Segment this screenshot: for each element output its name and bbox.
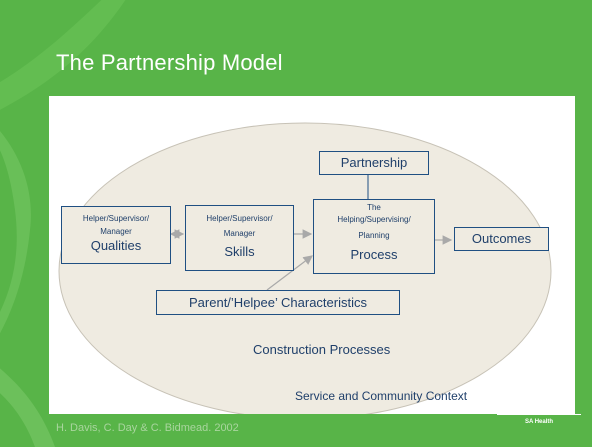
logo-line1: of South Australia (513, 405, 565, 411)
process-heading: Process (350, 247, 398, 262)
process-line2: Helping/Supervising/ (337, 215, 411, 224)
qualities-box: Helper/Supervisor/ Manager Qualities (61, 206, 171, 264)
outcomes-heading: Outcomes (471, 231, 532, 246)
footer-credit: H. Davis, C. Day & C. Bidmead. 2002 (56, 422, 239, 434)
context-label: Service and Community Context (295, 389, 468, 403)
partnership-box: Partnership (319, 151, 429, 175)
sa-health-logo: of South Australia SA Health (493, 404, 585, 426)
ribbon-band-left (0, 131, 31, 334)
logo-line2: SA Health (524, 419, 554, 425)
process-box: The Helping/Supervising/ Planning Proces… (313, 199, 435, 274)
characteristics-heading: Parent/’Helpee’ Characteristics (189, 295, 367, 310)
diagram-shapes (58, 122, 552, 414)
logo-divider (497, 414, 581, 415)
skills-box: Helper/Supervisor/ Manager Skills (185, 205, 294, 271)
process-line3: Planning (358, 231, 390, 240)
outcomes-box: Outcomes (454, 227, 549, 251)
qualities-heading: Qualities (90, 238, 142, 253)
skills-heading: Skills (224, 244, 255, 259)
ribbon-band-upper (0, 0, 126, 110)
characteristics-process-arrow (266, 255, 313, 291)
skills-line1: Helper/Supervisor/ (206, 214, 273, 223)
characteristics-box: Parent/’Helpee’ Characteristics (156, 290, 400, 315)
qualities-line1: Helper/Supervisor/ (82, 214, 150, 223)
qualities-line2: Manager (100, 227, 132, 236)
process-line1: The (367, 203, 381, 212)
skills-line2: Manager (223, 229, 256, 238)
slide-title: The Partnership Model (56, 50, 283, 75)
partnership-heading: Partnership (340, 155, 408, 170)
construction-label: Construction Processes (253, 342, 391, 357)
diagram-panel: Helper/Supervisor/ Manager Qualities Hel… (49, 96, 575, 414)
ribbon-band-lower (0, 368, 55, 447)
context-ellipse (58, 122, 552, 414)
